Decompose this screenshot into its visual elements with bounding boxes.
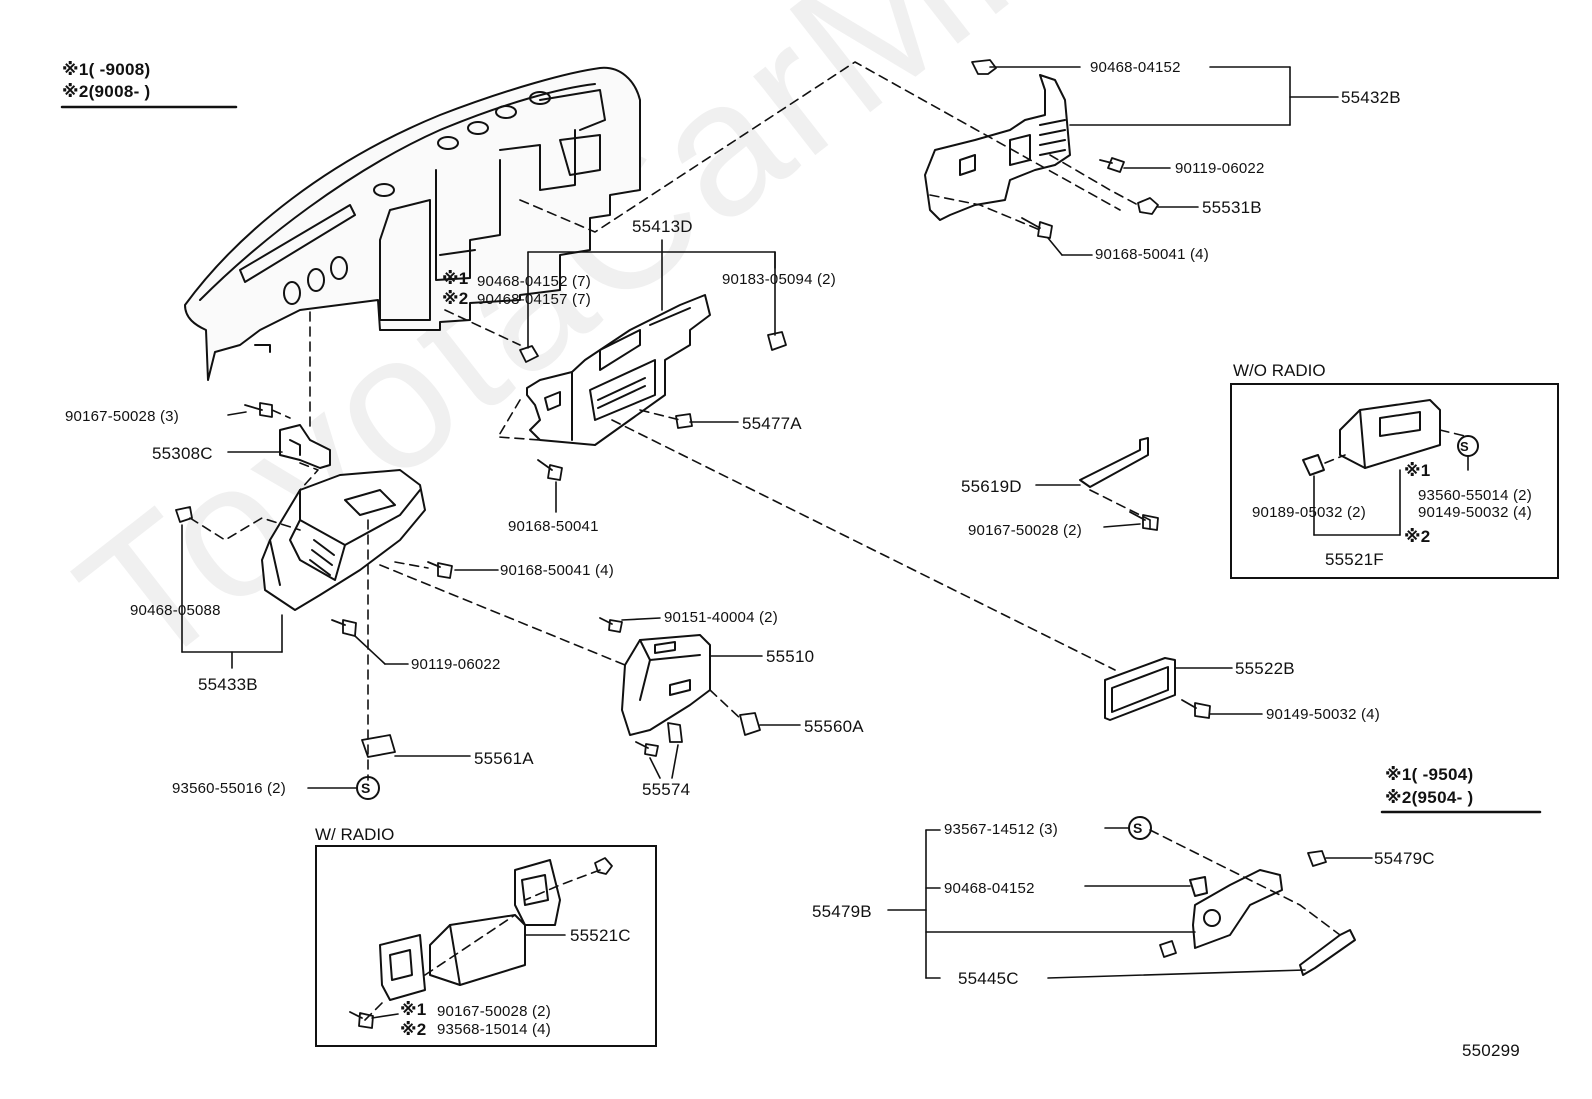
legend-mark-1: ※1 [62,60,89,79]
variant-mark-2: ※2 [442,289,469,308]
bracket-55413d [526,294,711,446]
part-label: 55574 [642,780,691,799]
legend-range-1: ( -9504) [1411,765,1474,784]
part-label: 55433B [198,675,258,694]
duct-55433b [261,469,426,611]
part-label: 90168-50041 (4) [500,562,614,579]
part-label: 90149-50032 (4) [1266,706,1380,723]
part-label: 90119-06022 [1175,160,1265,177]
dashboard-panel [184,66,641,381]
part-label: 90468-04152 [1090,59,1181,76]
part-label: 55477A [742,414,802,433]
legend-bottom-right-line1: ※1( -9504) [1385,765,1474,785]
glovebox-55510 [621,634,711,736]
part-label: 90149-50032 (4) [1418,504,1532,521]
part-label: 55521C [570,926,631,945]
part-label: 90168-50041 [508,518,599,535]
part-label: 90183-05094 (2) [722,271,836,288]
variant-mark-2: ※2 [1404,527,1431,546]
part-label: 55413D [632,217,693,236]
part-label: 90151-40004 (2) [664,609,778,626]
part-label: 55432B [1341,88,1401,107]
part-label: 55619D [961,477,1022,496]
variant-mark-1: ※1 [400,1000,427,1019]
part-label: 93560-55016 (2) [172,780,286,797]
part-label: 93560-55014 (2) [1418,487,1532,504]
plate-55522b [1104,657,1176,721]
part-label: 93567-14512 (3) [944,821,1058,838]
legend-top-left-line1: ※1( -9008) [62,60,151,80]
variant-mark-2: ※2 [400,1020,427,1039]
part-label: 55521F [1325,550,1384,569]
part-label: 90468-04152 (7) [477,273,591,290]
wo-radio-title: W/O RADIO [1230,361,1329,381]
part-label: 55560A [804,717,864,736]
part-label: 90468-05088 [130,602,221,619]
part-label: 90168-50041 (4) [1095,246,1209,263]
part-label: 55561A [474,749,534,768]
part-label: 90167-50028 (2) [437,1003,551,1020]
legend-range-1: ( -9008) [88,60,151,79]
legend-top-left-line2: ※2(9008- ) [62,82,151,102]
variant-mark-1: ※1 [442,269,469,288]
s-symbol: S [361,780,371,796]
part-label: 90119-06022 [411,656,501,673]
wo-radio-box [1230,383,1559,579]
part-label: 55522B [1235,659,1295,678]
part-label: 90167-50028 (2) [968,522,1082,539]
cover-55479b [1189,869,1356,976]
part-label: 55479B [812,902,872,921]
legend-range-2: (9008- ) [88,82,151,101]
legend-mark-2: ※2 [62,82,89,101]
diagram-number: 550299 [1462,1041,1520,1060]
w-radio-module [379,859,561,1001]
legend-bottom-right-line2: ※2(9504- ) [1385,788,1474,808]
strip-55619d [1079,437,1149,488]
bracket-55308c [279,424,331,469]
part-label: 55479C [1374,849,1435,868]
legend-range-2: (9504- ) [1411,788,1474,807]
part-label: 55308C [152,444,213,463]
part-label: 90189-05032 (2) [1252,504,1366,521]
bracket-55432b [924,74,1071,221]
w-radio-box [315,845,657,1047]
part-label: 55531B [1202,198,1262,217]
variant-mark-1: ※1 [1404,461,1431,480]
legend-mark-2: ※2 [1385,788,1412,807]
part-label: 90468-04152 [944,880,1035,897]
wo-radio-module [1302,399,1441,476]
part-label: 55445C [958,969,1019,988]
part-label: 55510 [766,647,815,666]
fasteners [175,59,1327,1029]
w-radio-title: W/ RADIO [312,825,398,845]
part-label: 90468-04157 (7) [477,291,591,308]
dashed-lines [189,61,1466,1021]
s-symbol: S [1460,439,1469,454]
part-label: 93568-15014 (4) [437,1021,551,1038]
s-symbol: S [1133,820,1143,836]
leader-lines [181,66,1469,1019]
legend-mark-1: ※1 [1385,765,1412,784]
part-label: 90167-50028 (3) [65,408,179,425]
